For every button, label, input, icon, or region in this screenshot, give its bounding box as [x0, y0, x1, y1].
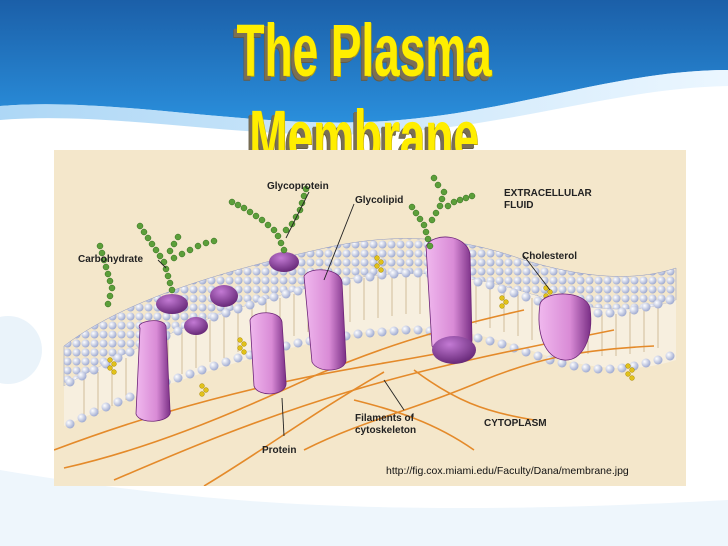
label-carbohydrate: Carbohydrate — [78, 254, 143, 266]
peripheral-protein-3 — [269, 252, 299, 272]
peripheral-protein-2 — [210, 285, 238, 307]
label-protein: Protein — [262, 445, 296, 457]
image-source-url: http://fig.cox.miami.edu/Faculty/Dana/me… — [386, 465, 629, 477]
label-filaments-2: cytoskeleton — [355, 425, 416, 437]
label-extracellular-fluid-2: FLUID — [504, 200, 533, 212]
peripheral-protein-5 — [432, 336, 476, 364]
peripheral-protein-1 — [156, 294, 188, 314]
label-glycoprotein: Glycoprotein — [267, 181, 329, 193]
protein-2 — [250, 313, 286, 394]
peripheral-protein-4 — [184, 317, 208, 335]
label-glycolipid: Glycolipid — [355, 195, 403, 207]
protein-1 — [136, 321, 170, 422]
label-extracellular-fluid-1: EXTRACELLULAR — [504, 188, 592, 200]
label-cholesterol: Cholesterol — [522, 251, 577, 263]
label-filaments-1: Filaments of — [355, 413, 414, 425]
label-cytoplasm: CYTOPLASM — [484, 418, 547, 430]
